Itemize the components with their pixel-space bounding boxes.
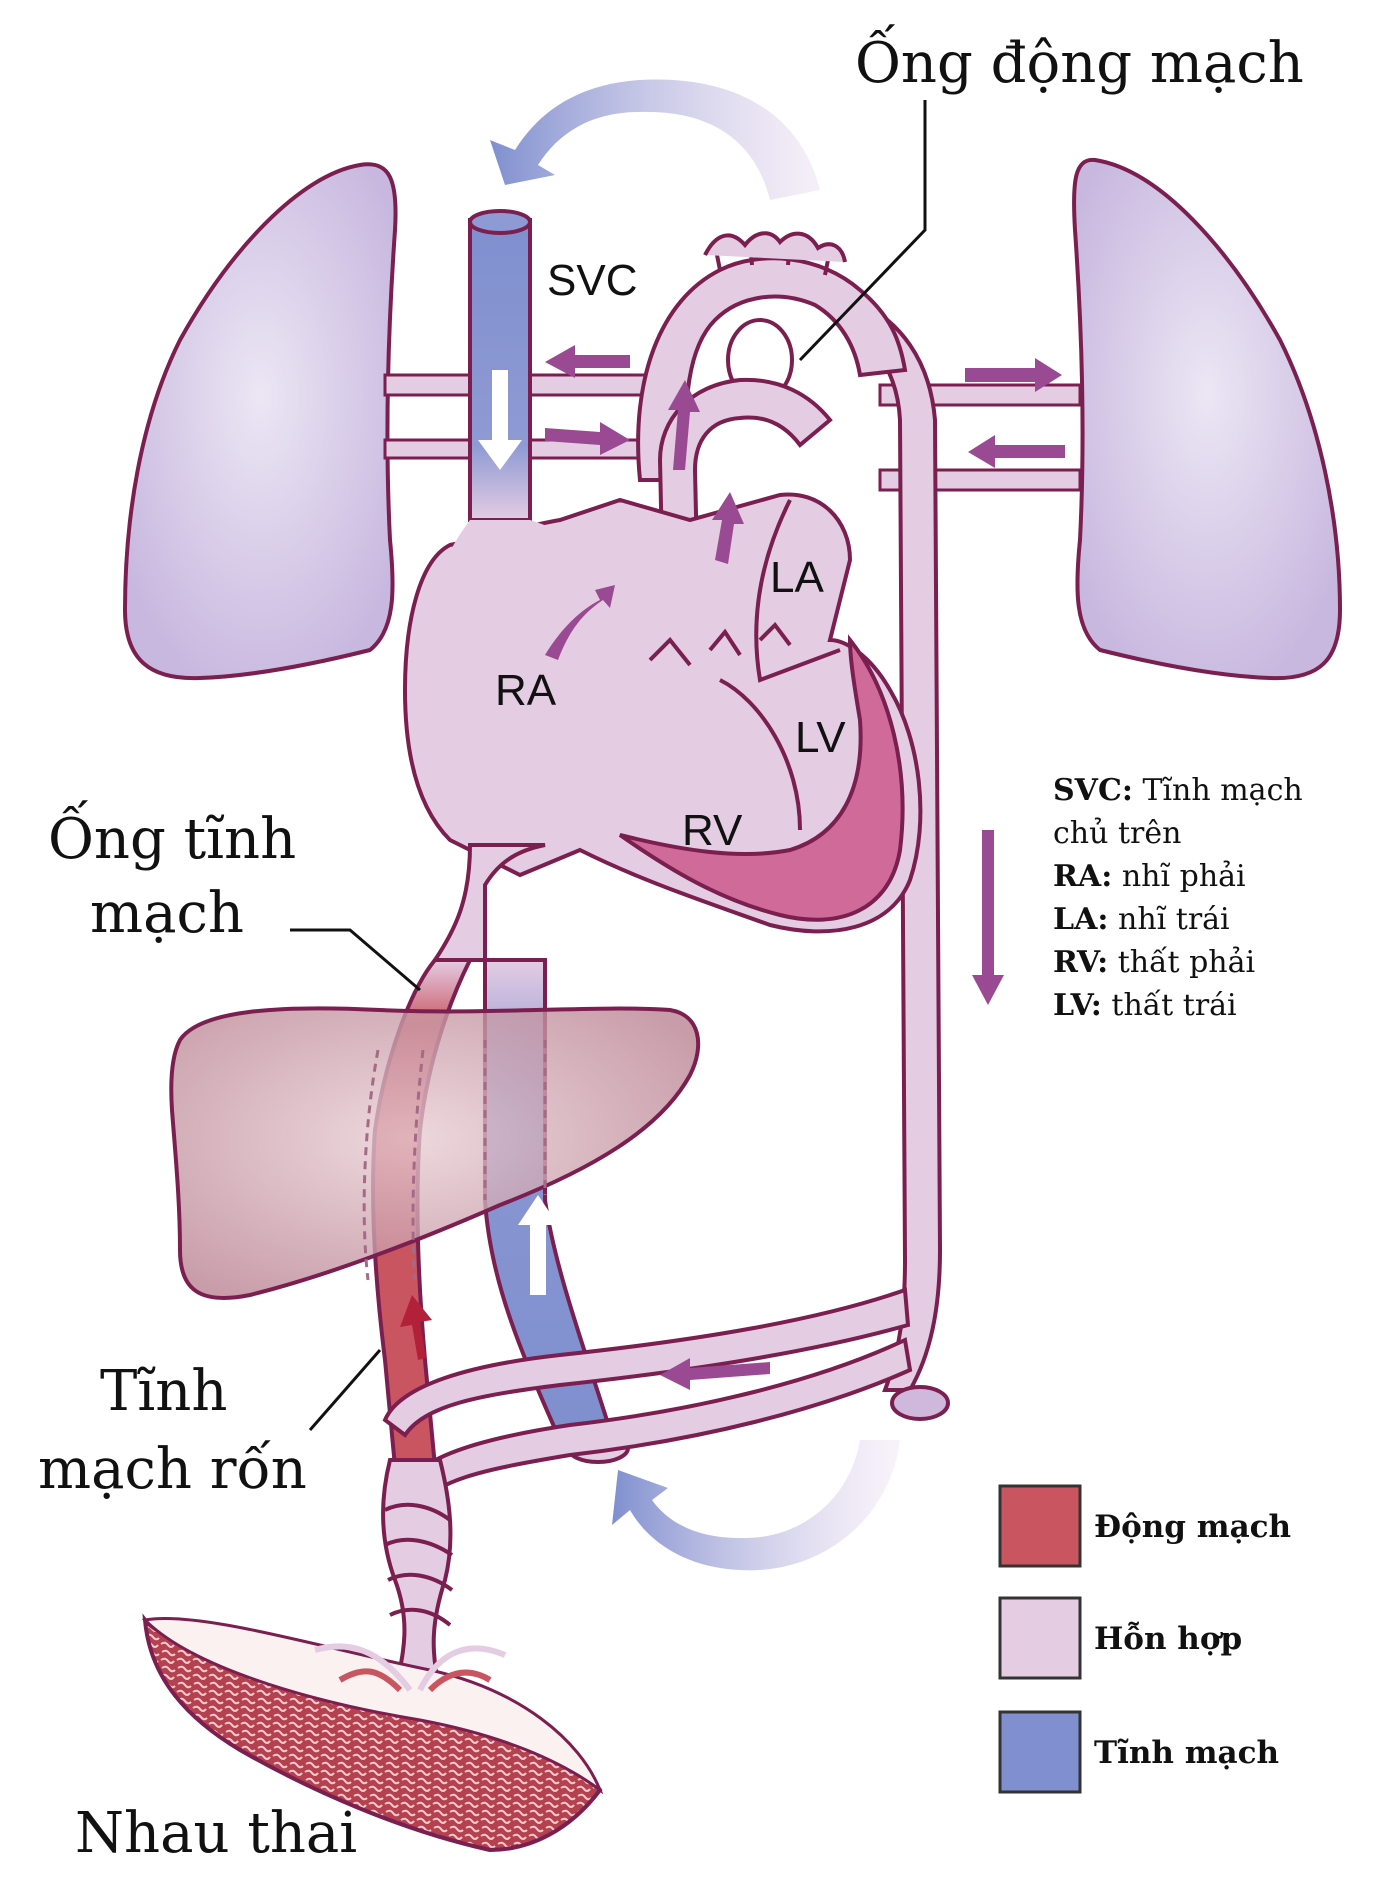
label-placenta: Nhau thai [75,1801,357,1866]
arrow-ra [545,585,615,660]
label-ra: RA [495,666,557,715]
right-lung [1072,157,1343,681]
label-umbilical-vein-line2: mạch rốn [38,1437,307,1502]
aortic-arch [636,256,908,482]
arrow-trunk-up [668,380,700,470]
svg-text:LA: nhĩ trái: LA: nhĩ trái [1053,902,1230,937]
label-la: LA [770,553,824,602]
legend-label-vein: Tĩnh mạch [1094,1735,1279,1771]
umbilical-vein-pointer [308,1349,382,1431]
legend: Động mạch Hỗn hợp Tĩnh mạch [998,1484,1291,1794]
ductus-pointer-line [798,100,927,362]
legend-swatch-artery [998,1484,1082,1568]
arch-top [703,231,847,263]
arrow-aorta-down [972,830,1004,1005]
label-umbilical-vein-line1: Tĩnh [100,1359,227,1424]
arrow-pulm-left-out [545,345,630,378]
arrow-pulm-left-in [545,422,630,455]
arrow-pulm-right-in [968,435,1065,468]
arrow-mid-up [712,492,744,564]
left-lung [122,162,398,681]
label-rv: RV [682,806,743,855]
umbilical-up-arrow [400,1295,432,1360]
ventricle-muscle [618,634,905,922]
arrow-pulm-right-out [965,358,1062,392]
placenta-vessel-branches [314,1643,507,1693]
label-svc: SVC [547,256,637,305]
ivc-up-arrow [518,1195,558,1295]
legend-swatch-mixed [998,1596,1082,1680]
legend-swatch-vein [998,1710,1082,1794]
umbilical-artery-upper [382,1287,911,1438]
septum [719,678,802,831]
svc-opening [468,209,532,235]
label-ductus-venosus-line1: Ống tĩnh [48,800,296,872]
bottom-return-arrow [612,1440,900,1571]
flow-arrows [545,345,1065,1390]
umbilical-cord [381,1458,454,1692]
svg-text:LV: thất trái: LV: thất trái [1053,988,1237,1023]
abbreviation-list: SVC: Tĩnh mạch chủ trên RA: nhĩ phải LA:… [1053,773,1303,1023]
svc-down-arrow [478,370,522,470]
arrow-umb-artery [660,1358,770,1390]
legend-label-artery: Động mạch [1094,1509,1291,1545]
top-return-arrow [490,79,820,200]
label-lv: LV [795,713,846,762]
svg-text:RV: thất phải: RV: thất phải [1053,945,1255,980]
liver-hidden-vessels [362,1040,547,1281]
la-lv-wall [754,499,841,683]
legend-label-mixed: Hỗn hợp [1094,1620,1242,1657]
svg-text:chủ trên: chủ trên [1053,816,1181,851]
svg-text:SVC: Tĩnh mạch: SVC: Tĩnh mạch [1053,773,1303,808]
placenta-top-surface [141,1616,604,1795]
aorta-lower-opening [890,1385,950,1421]
valves [648,621,792,667]
label-ductus-arteriosus: Ống động mạch [855,24,1304,96]
right-atrium [415,520,644,870]
svg-text:RA: nhĩ phải: RA: nhĩ phải [1053,859,1246,894]
ductus-venosus-pointer [290,928,421,992]
liver [169,1006,701,1300]
label-ductus-venosus-line2: mạch [90,881,244,946]
